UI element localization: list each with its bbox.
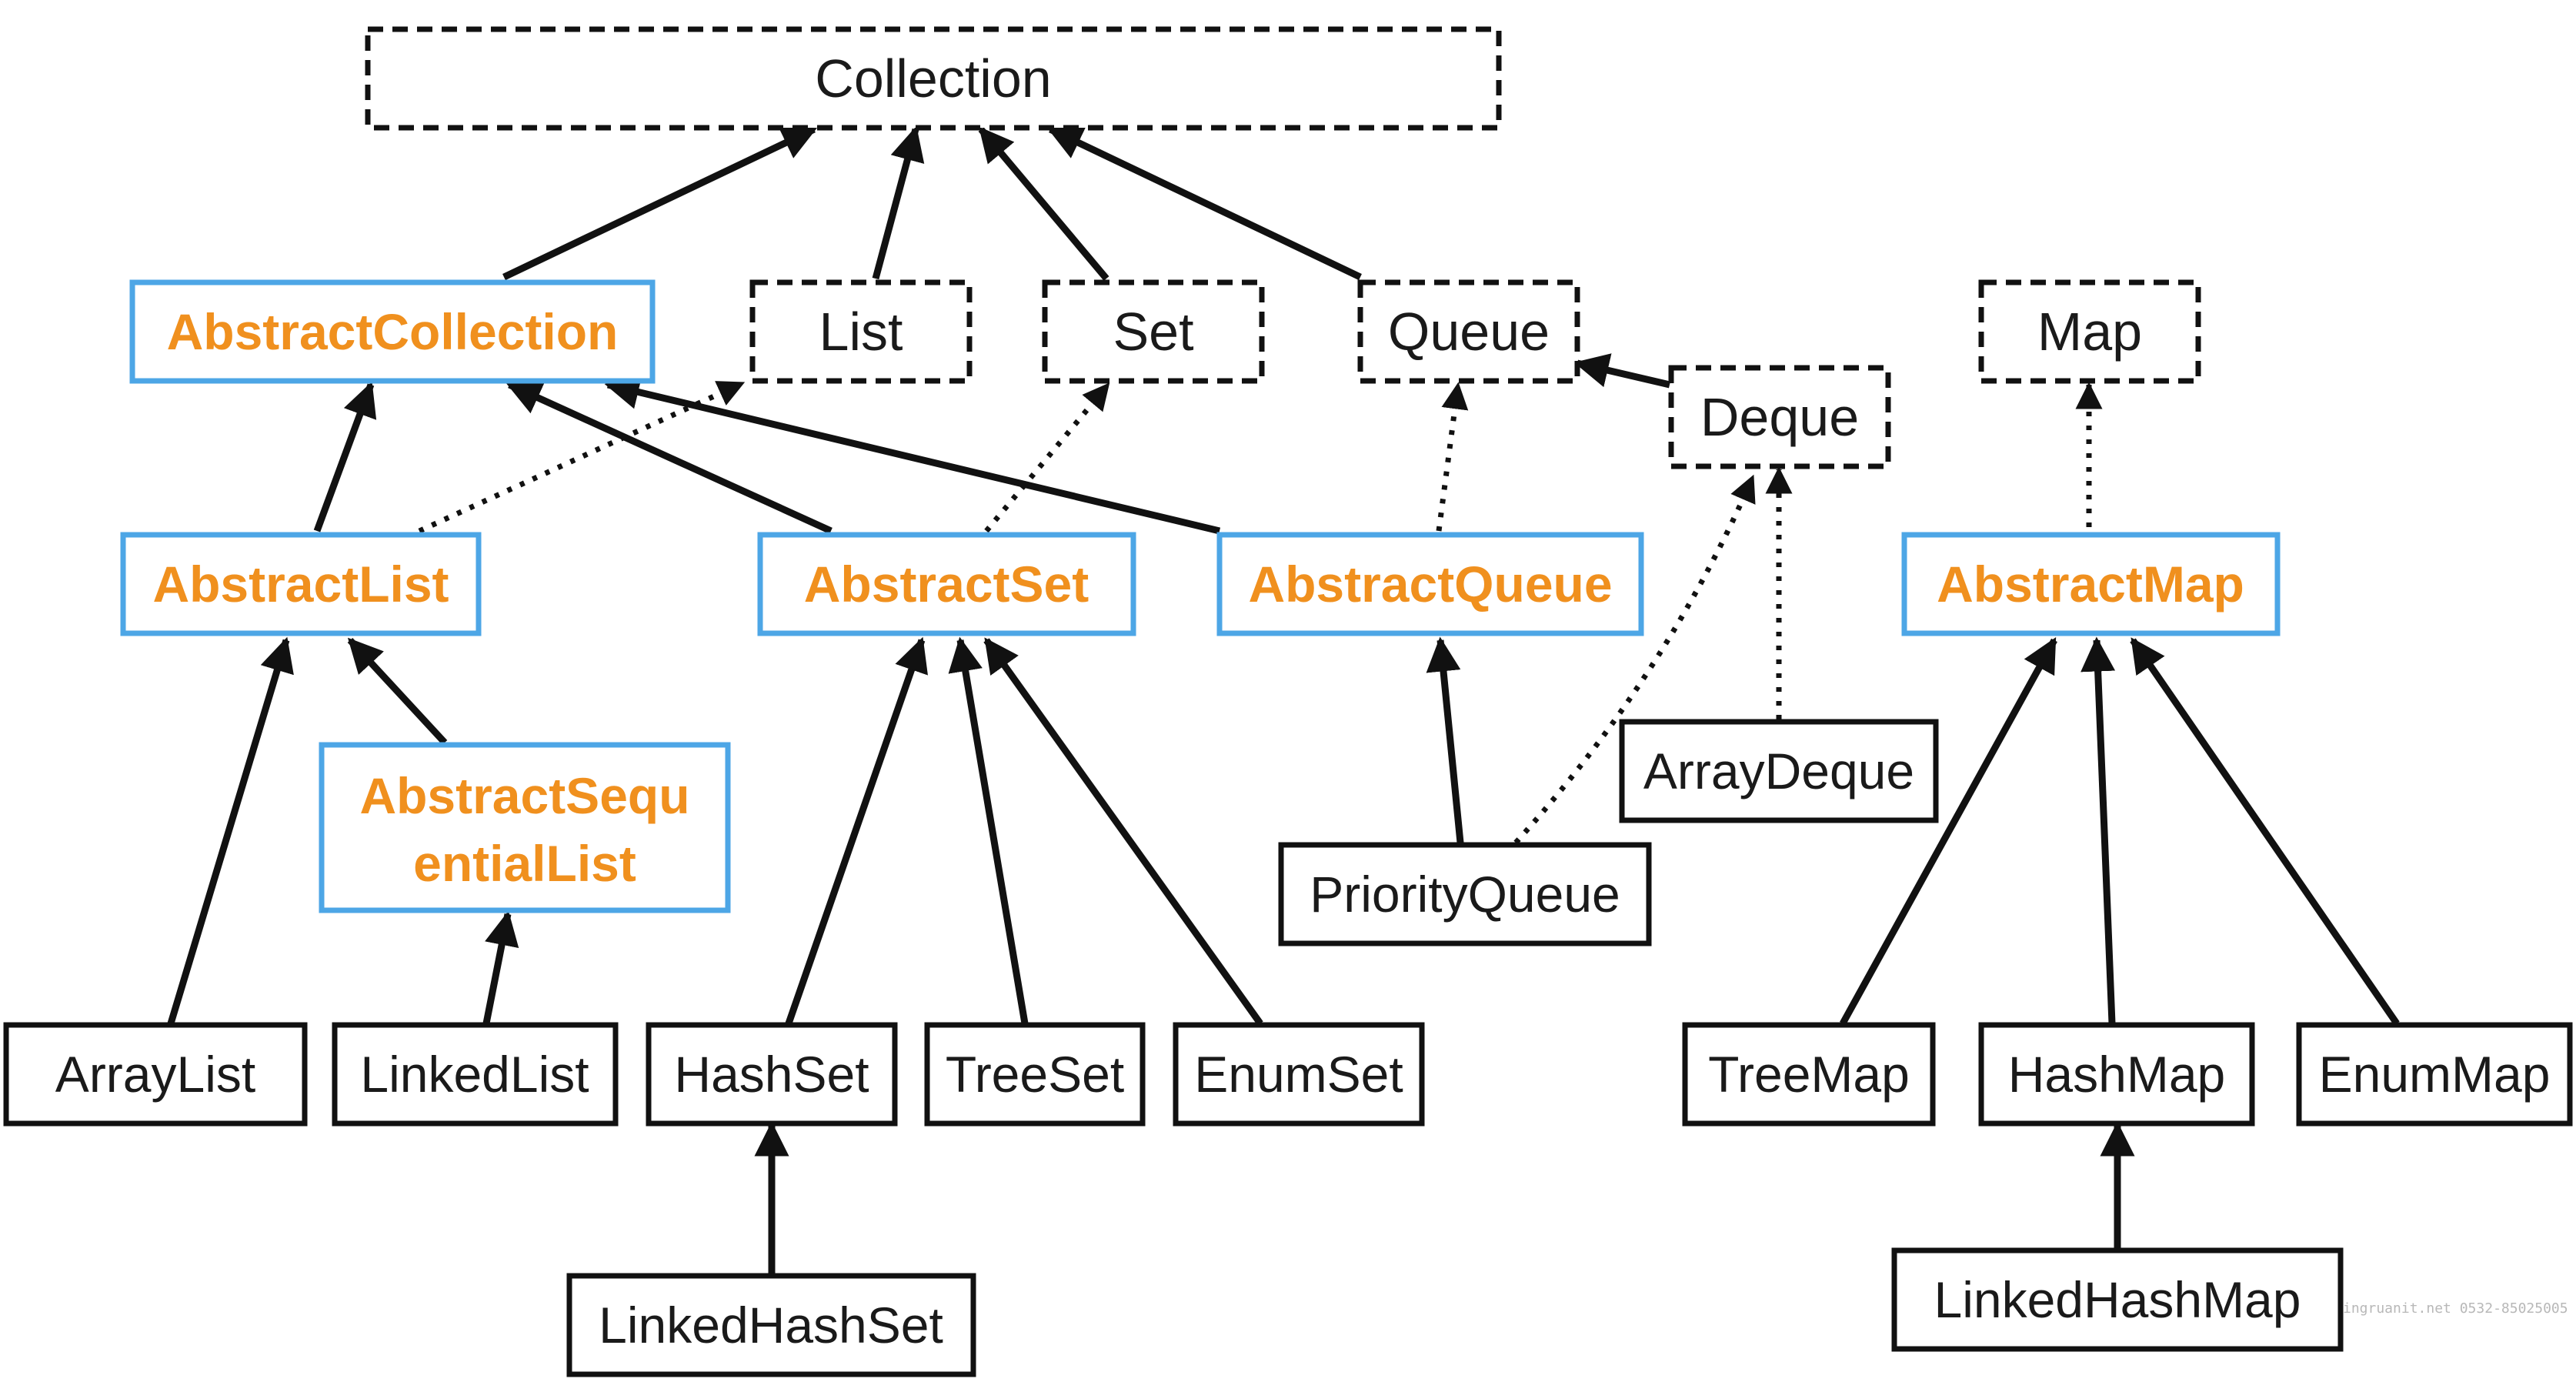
node-collection-label: Collection [815, 48, 1051, 108]
node-priority-queue-label: PriorityQueue [1310, 866, 1620, 923]
edge-enummap-abstractmap [2130, 637, 2400, 1026]
node-abstract-sequential-list-label-line1: AbstractSequ [359, 767, 689, 824]
edge-hashset-abstractset [785, 636, 928, 1025]
node-abstract-set-label: AbstractSet [804, 556, 1089, 613]
node-abstract-sequential-list-label-line2: entialList [413, 835, 636, 892]
node-enum-map-label: EnumMap [2319, 1046, 2551, 1103]
node-abstract-queue-label: AbstractQueue [1248, 556, 1612, 613]
node-hash-set: HashSet [646, 1022, 898, 1127]
node-tree-set-label: TreeSet [946, 1046, 1124, 1103]
node-tree-map: TreeMap [1682, 1022, 1936, 1127]
edge-abstractqueue-abstractcollection [604, 375, 1221, 535]
node-tree-map-label: TreeMap [1708, 1046, 1910, 1103]
node-queue-label: Queue [1388, 302, 1550, 362]
node-array-deque-label: ArrayDeque [1643, 743, 1914, 799]
edge-arraylist-abstractlist [167, 636, 294, 1025]
edge-treeset-abstractset [948, 636, 1029, 1024]
node-abstract-list: AbstractList [120, 532, 482, 636]
edge-list-collection [872, 125, 925, 280]
node-tree-set: TreeSet [924, 1022, 1146, 1127]
node-abstract-collection: AbstractCollection [129, 279, 656, 384]
node-abstract-collection-label: AbstractCollection [167, 303, 619, 360]
abstract-class-nodes: AbstractCollection AbstractList Abstract… [120, 279, 2281, 913]
edge-linkedlist-abstractsequentiallist [482, 910, 519, 1024]
node-enum-set: EnumSet [1173, 1022, 1425, 1127]
node-abstract-queue: AbstractQueue [1216, 532, 1644, 636]
node-enum-set-label: EnumSet [1194, 1046, 1403, 1103]
edge-treemap-abstractmap [1840, 637, 2057, 1026]
edge-queue-collection [1046, 125, 1362, 281]
node-abstract-list-label: AbstractList [152, 556, 449, 613]
node-hash-set-label: HashSet [674, 1046, 869, 1103]
node-linked-hash-set: LinkedHashSet [566, 1273, 976, 1377]
node-list: List [749, 279, 973, 384]
node-deque-label: Deque [1700, 387, 1859, 447]
node-abstract-map-label: AbstractMap [1937, 556, 2244, 613]
edge-priorityqueue-abstractqueue [1426, 636, 1464, 843]
node-abstract-set: AbstractSet [757, 532, 1136, 636]
node-deque: Deque [1668, 365, 1891, 469]
edge-abstractlist-list [418, 380, 746, 534]
node-collection: Collection [365, 26, 1502, 131]
node-hash-map-label: HashMap [2008, 1046, 2225, 1103]
node-queue: Queue [1357, 279, 1580, 384]
edge-abstractsequentiallist-abstractlist [347, 637, 448, 746]
node-set-label: Set [1113, 302, 1193, 362]
edge-abstractqueue-queue [1436, 382, 1469, 532]
node-priority-queue: PriorityQueue [1278, 842, 1652, 946]
node-map: Map [1978, 279, 2201, 384]
node-array-list: ArrayList [3, 1022, 308, 1127]
edge-abstractset-abstractcollection [506, 381, 833, 535]
node-abstract-sequential-list: AbstractSequ entialList [319, 742, 731, 913]
node-linked-hash-map-label: LinkedHashMap [1934, 1271, 2301, 1328]
node-linked-hash-map: LinkedHashMap [1891, 1247, 2344, 1352]
node-linked-hash-set-label: LinkedHashSet [599, 1297, 943, 1354]
node-array-deque: ArrayDeque [1619, 719, 1939, 823]
node-enum-map: EnumMap [2296, 1022, 2573, 1127]
edges [167, 125, 2400, 1274]
node-hash-map: HashMap [1978, 1022, 2255, 1127]
node-array-list-label: ArrayList [55, 1046, 255, 1103]
node-set: Set [1042, 279, 1265, 384]
node-list-label: List [819, 302, 903, 362]
edge-abstractset-set [984, 382, 1110, 533]
edge-enumset-abstractset [983, 637, 1263, 1026]
edge-deque-queue [1573, 353, 1671, 389]
edge-set-collection [978, 126, 1109, 281]
interface-nodes: Collection List Set Queue Deque Map [365, 26, 2201, 469]
edge-priorityqueue-deque [1513, 474, 1756, 845]
concrete-class-nodes: ArrayList LinkedList HashSet TreeSet Enu… [3, 719, 2573, 1377]
node-map-label: Map [2037, 302, 2142, 362]
watermark-text: ingruanit.net 0532-85025005 [2343, 1300, 2568, 1317]
node-linked-list: LinkedList [332, 1022, 619, 1127]
edge-hashmap-abstractmap [2080, 636, 2116, 1024]
node-linked-list-label: LinkedList [360, 1046, 589, 1103]
edge-abstractcollection-collection [502, 125, 818, 281]
edge-abstractlist-abstractcollection [313, 381, 377, 532]
node-abstract-map: AbstractMap [1901, 532, 2281, 636]
